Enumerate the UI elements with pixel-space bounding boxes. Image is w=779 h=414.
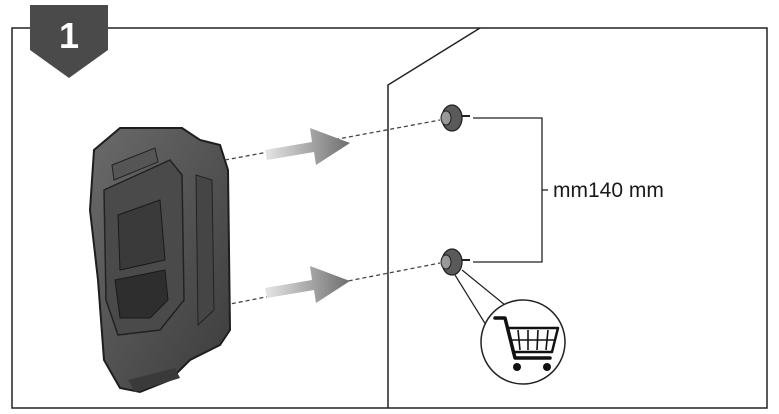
arrow-bottom [265, 266, 350, 303]
guide-line-bottom [224, 262, 441, 306]
arrow-top [265, 128, 350, 165]
shopping-cart-callout [480, 299, 566, 385]
guide-line-top [224, 119, 441, 161]
dimension-bracket [473, 117, 548, 263]
screw-bottom [440, 248, 470, 276]
dimension-label: mm140 mm [553, 179, 664, 202]
step-number: 1 [59, 15, 79, 56]
charger-device [88, 127, 232, 394]
wall-panel [387, 27, 481, 408]
step-badge: 1 [30, 5, 108, 78]
callout-lines [454, 269, 506, 326]
screw-top [440, 104, 470, 132]
shopping-cart-icon [493, 316, 560, 371]
diagram-frame [11, 27, 768, 409]
